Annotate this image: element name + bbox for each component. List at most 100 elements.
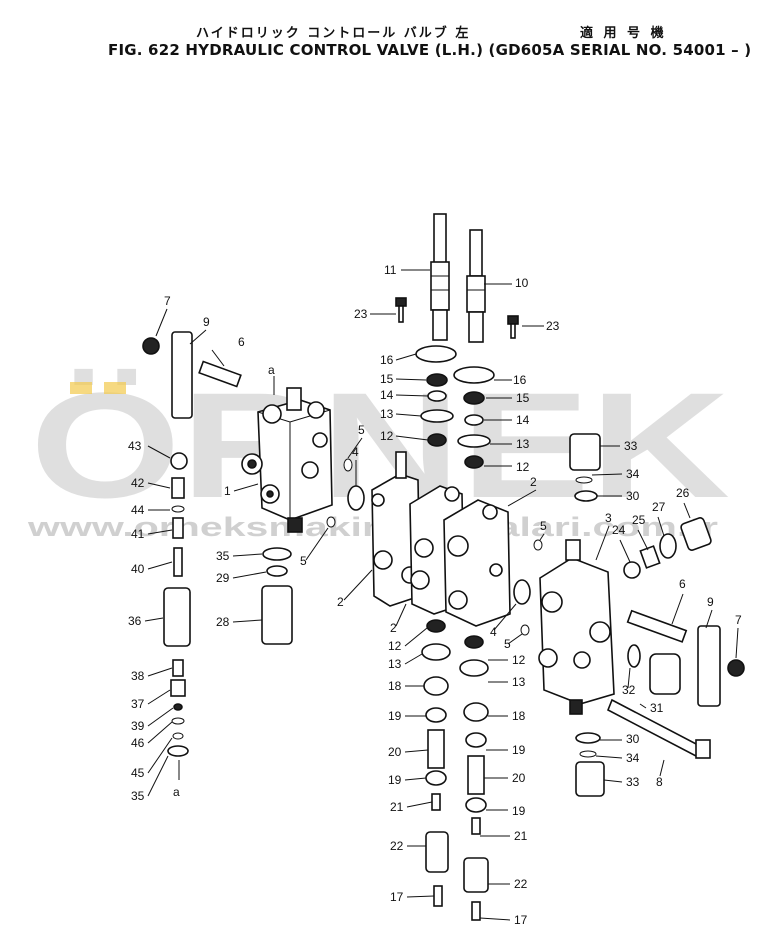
plug-26 xyxy=(680,517,712,551)
callout: 12 xyxy=(516,460,530,474)
plate-13-lower xyxy=(421,643,451,661)
callout: 45 xyxy=(131,766,145,780)
ring-29 xyxy=(266,565,288,577)
bolt-21 xyxy=(431,793,441,811)
oring-35 xyxy=(262,547,292,561)
callout: 28 xyxy=(216,615,230,629)
plug-37 xyxy=(170,679,186,697)
valve-36 xyxy=(163,587,191,647)
callout: 19 xyxy=(512,804,526,818)
callout: 30 xyxy=(626,489,640,503)
callout: 30 xyxy=(626,732,640,746)
seal-12-lower xyxy=(426,619,446,633)
callout: 16 xyxy=(513,373,527,387)
plug-33 xyxy=(575,761,605,797)
callout: 15 xyxy=(516,391,530,405)
valve-section-1 xyxy=(371,451,421,607)
ring-5 xyxy=(520,624,530,636)
spring-42 xyxy=(171,477,185,499)
plug-31 xyxy=(649,653,681,695)
ring-34 xyxy=(575,476,593,484)
callout: 9 xyxy=(707,595,714,609)
spring-38 xyxy=(172,659,184,677)
callout: 38 xyxy=(131,669,145,683)
spring-41 xyxy=(172,517,184,539)
callout: 3 xyxy=(605,511,612,525)
callout: 33 xyxy=(626,775,640,789)
callout: 22 xyxy=(390,839,404,853)
bolt-17 xyxy=(433,885,443,907)
valve-body-right xyxy=(538,539,615,715)
reference-a: a xyxy=(268,363,275,377)
plate-13-lower xyxy=(459,659,489,677)
callout: 40 xyxy=(131,562,145,576)
callout: 42 xyxy=(131,476,145,490)
callout: 39 xyxy=(131,719,145,733)
callout: 6 xyxy=(679,577,686,591)
callout: 19 xyxy=(388,709,402,723)
callout: 22 xyxy=(514,877,528,891)
seat-19 xyxy=(465,732,487,748)
oring-4 xyxy=(513,579,531,605)
callout: 34 xyxy=(626,751,640,765)
callout: 44 xyxy=(131,503,145,517)
spring-25 xyxy=(639,545,661,569)
reference-a: a xyxy=(173,785,180,799)
callout: 20 xyxy=(388,745,402,759)
callout: 5 xyxy=(504,637,511,651)
callout: 36 xyxy=(128,614,142,628)
valve-section-3 xyxy=(443,499,511,627)
ring-5 xyxy=(326,516,336,528)
callout: 20 xyxy=(512,771,526,785)
plate-16-right xyxy=(453,366,495,384)
pin-6 xyxy=(626,609,688,643)
callout: 21 xyxy=(390,800,404,814)
callout: 5 xyxy=(300,554,307,568)
cover-22 xyxy=(463,857,489,893)
callout: 6 xyxy=(238,335,245,349)
nut-43 xyxy=(170,452,188,470)
bolt-23-left xyxy=(395,297,407,323)
spring-20 xyxy=(427,729,445,769)
callout: 2 xyxy=(337,595,344,609)
callout: 13 xyxy=(516,437,530,451)
callout: 35 xyxy=(131,789,145,803)
ring-32 xyxy=(627,644,641,668)
callout: 33 xyxy=(624,439,638,453)
callout: 41 xyxy=(131,527,145,541)
callout: 43 xyxy=(128,439,142,453)
callout: 4 xyxy=(490,625,497,639)
callout: 13 xyxy=(388,657,402,671)
poppet-40 xyxy=(173,547,183,577)
callout: 7 xyxy=(735,613,742,627)
callout: 25 xyxy=(632,513,646,527)
ring-14 xyxy=(427,390,447,402)
callout: 17 xyxy=(514,913,528,926)
ring-5 xyxy=(533,539,543,551)
cap-18 xyxy=(463,702,489,722)
callout: 5 xyxy=(540,519,547,533)
seal-15 xyxy=(426,373,448,387)
callout: 21 xyxy=(514,829,528,843)
oring-30 xyxy=(575,732,601,744)
plate-13 xyxy=(457,434,491,448)
nut-7 xyxy=(727,659,745,677)
callout: 31 xyxy=(650,701,664,715)
bolt-23-right xyxy=(507,315,519,339)
callout: 34 xyxy=(626,467,640,481)
pin-6 xyxy=(198,360,242,388)
callout: 17 xyxy=(390,890,404,904)
callout: 19 xyxy=(512,743,526,757)
callout-labels: 1 2 2 2 3 4 4 5 5 5 5 6 6 7 7 8 9 9 10 1… xyxy=(128,263,742,926)
ring-44 xyxy=(171,505,185,513)
seal-12 xyxy=(427,433,447,447)
callout: 8 xyxy=(656,775,663,789)
callout: 2 xyxy=(530,475,537,489)
cover-22 xyxy=(425,831,449,873)
ring-14 xyxy=(464,414,484,426)
oring-4 xyxy=(347,485,365,511)
ring-46 xyxy=(171,717,185,725)
callout: 16 xyxy=(380,353,394,367)
callout: 11 xyxy=(384,263,397,277)
callout: 12 xyxy=(512,653,526,667)
